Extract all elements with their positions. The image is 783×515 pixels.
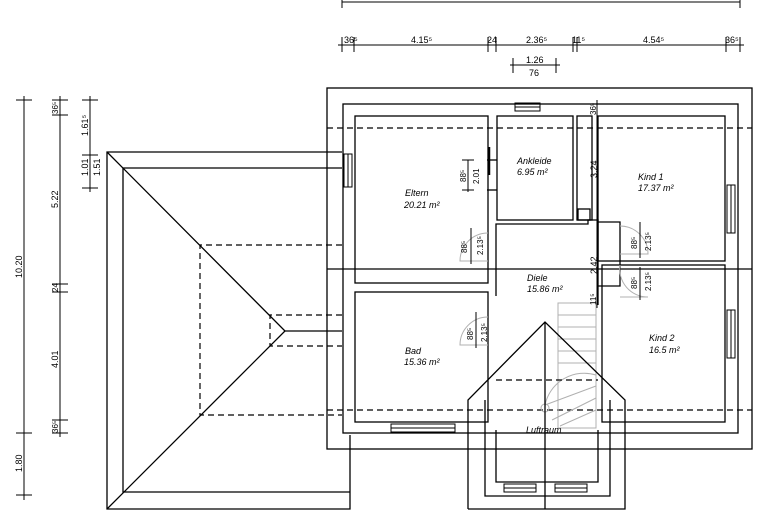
dim-left-mid-1: 5.22: [50, 190, 60, 208]
room-name-luftraum: Luftraum: [526, 425, 562, 435]
room-kind-1: [597, 115, 726, 262]
room-area-ankleide: 6.95 m²: [517, 167, 549, 177]
dim-top-4: 11⁵: [572, 35, 585, 45]
dim-left-mid-3: 4.01: [50, 350, 60, 368]
dim-left-inner-0: 1.61⁵: [80, 114, 90, 136]
dim-inner-2: 36⁵: [589, 103, 598, 115]
dim-left-outer-0: 10.20: [14, 255, 24, 278]
dim-left-mid-4: 36⁵: [51, 421, 60, 433]
room-labels: Eltern 20.21 m² Ankleide 6.95 m² Kind 1 …: [403, 156, 681, 435]
dim-top-6: 36⁵: [725, 35, 739, 45]
room-name-bad: Bad: [405, 346, 422, 356]
dim-top-3: 2.36⁵: [526, 35, 548, 45]
door-4-height: 2.13⁵: [644, 272, 653, 291]
dim-top-2: 24: [487, 35, 497, 45]
dim-left-mid-2: 24: [51, 283, 60, 292]
room-area-kind-2: 16.5 m²: [649, 345, 681, 355]
room-area-kind-1: 17.37 m²: [638, 183, 675, 193]
dim-left-outer-1: 1.80: [14, 454, 24, 472]
room-kind-2: [601, 264, 726, 423]
house-walls: [326, 87, 753, 450]
room-area-diele: 15.86 m²: [527, 284, 564, 294]
staircase: [540, 302, 597, 429]
dim-inner-1: 2.42: [589, 256, 599, 274]
left-dimensions: 10.20 1.80 36⁵ 5.22 24 4.01 36⁵ 1.61⁵ 1.…: [14, 96, 102, 500]
dim-top-5: 4.54⁵: [643, 35, 665, 45]
inner-dimensions: 3.24 2.42 36⁵ 11⁵: [589, 100, 599, 308]
room-bad: [354, 291, 489, 423]
top-dimensions: 36⁵ 4.15⁵ 24 2.36⁵ 11⁵ 4.54⁵ 36⁵ 1.26 76: [338, 0, 744, 78]
room-area-bad: 15.36 m²: [404, 357, 441, 367]
room-area-eltern: 20.21 m²: [403, 200, 441, 210]
room-eltern: [354, 115, 489, 284]
door-0-width: 88⁵: [459, 170, 468, 182]
door-3-width: 88⁵: [630, 237, 639, 249]
door-2-height: 2.13⁵: [480, 323, 489, 342]
door-4-width: 88⁵: [630, 277, 639, 289]
room-name-kind-2: Kind 2: [649, 333, 675, 343]
door-dimensions: 88⁵ 2.01 88⁵ 2.13⁵ 88⁵ 2.13⁵ 88⁵ 2.13⁵ 8…: [459, 159, 653, 348]
room-name-ankleide: Ankleide: [516, 156, 552, 166]
bay-gable: [467, 321, 626, 510]
hip-roof-left: [106, 151, 351, 510]
room-ankleide: [496, 115, 574, 221]
room-name-eltern: Eltern: [405, 188, 429, 198]
chimney: [577, 208, 591, 221]
door-1-height: 2.13⁵: [476, 236, 485, 255]
dim-inner-3: 11⁵: [589, 293, 598, 305]
door-3-height: 2.13⁵: [644, 232, 653, 251]
door-2-width: 88⁵: [466, 328, 475, 340]
dim-top-1: 4.15⁵: [411, 35, 433, 45]
room-name-diele: Diele: [527, 273, 548, 283]
dim-inner-0: 3.24: [589, 160, 599, 178]
windows: [343, 102, 736, 493]
dim-left-mid-0: 36⁵: [51, 102, 60, 114]
room-name-kind-1: Kind 1: [638, 172, 664, 182]
dim-top-small-1: 76: [529, 68, 539, 78]
door-swings: [459, 225, 649, 346]
dim-left-inner-2: 1.51: [92, 158, 102, 176]
dim-left-inner-1: 1.01: [80, 158, 90, 176]
door-0-height: 2.01: [472, 168, 481, 184]
dim-top-0: 36⁵: [344, 35, 358, 45]
dim-top-small-0: 1.26: [526, 55, 544, 65]
door-1-width: 88⁵: [460, 241, 469, 253]
